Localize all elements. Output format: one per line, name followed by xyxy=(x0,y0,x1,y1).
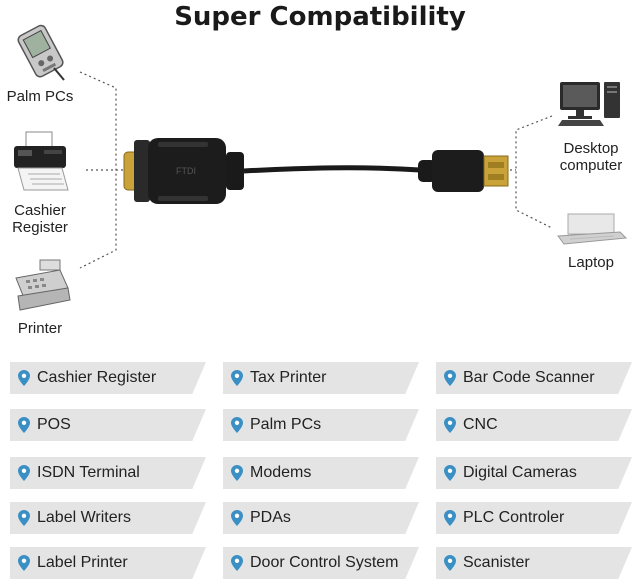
tag-cashier-register: Cashier Register xyxy=(10,362,206,394)
laptop-icon xyxy=(557,213,628,245)
tag-label-writers: Label Writers xyxy=(10,502,206,534)
tag-door-control-system: Door Control System xyxy=(223,547,419,579)
tag-bar-code-scanner: Bar Code Scanner xyxy=(436,362,632,394)
location-pin-icon xyxy=(18,465,30,481)
location-pin-icon xyxy=(444,417,456,433)
tag-modems: Modems xyxy=(223,457,419,489)
cable-brand-label: FTDI xyxy=(176,166,196,176)
location-pin-icon xyxy=(231,555,243,571)
page-title: Super Compatibility xyxy=(174,2,466,32)
location-pin-icon xyxy=(231,510,243,526)
tag-label-printer: Label Printer xyxy=(10,547,206,579)
tag-cnc: CNC xyxy=(436,409,632,441)
pda-icon xyxy=(17,24,65,81)
db9-connector xyxy=(123,138,244,204)
usb-connector xyxy=(418,150,509,192)
location-pin-icon xyxy=(231,465,243,481)
tag-tax-printer: Tax Printer xyxy=(223,362,419,394)
left-device-label-3: Printer xyxy=(17,320,63,337)
tag-digital-cameras: Digital Cameras xyxy=(436,457,632,489)
tag-scanister: Scanister xyxy=(436,547,632,579)
location-pin-icon xyxy=(18,417,30,433)
location-pin-icon xyxy=(444,370,456,386)
cable-wire xyxy=(243,165,421,174)
tag-palm-pcs: Palm PCs xyxy=(223,409,419,441)
cash-register-icon xyxy=(15,259,71,311)
left-connector-lines xyxy=(79,71,128,269)
location-pin-icon xyxy=(18,370,30,386)
location-pin-icon xyxy=(444,510,456,526)
serial-usb-cable-diagram: FTDI xyxy=(79,71,553,269)
location-pin-icon xyxy=(444,465,456,481)
left-device-label-1: Palm PCs xyxy=(6,88,74,105)
tag-isdn-terminal: ISDN Terminal xyxy=(10,457,206,489)
right-device-label-1: Desktop computer xyxy=(559,140,623,174)
right-device-label-2: Laptop xyxy=(568,254,614,271)
tag-plc-controler: PLC Controler xyxy=(436,502,632,534)
location-pin-icon xyxy=(231,370,243,386)
tag-pos: POS xyxy=(10,409,206,441)
fax-printer-icon xyxy=(14,131,69,191)
location-pin-icon xyxy=(444,555,456,571)
left-device-label-2: Cashier Register xyxy=(12,202,68,236)
desktop-computer-icon xyxy=(558,82,620,126)
tag-pdas: PDAs xyxy=(223,502,419,534)
location-pin-icon xyxy=(18,555,30,571)
location-pin-icon xyxy=(18,510,30,526)
location-pin-icon xyxy=(231,417,243,433)
